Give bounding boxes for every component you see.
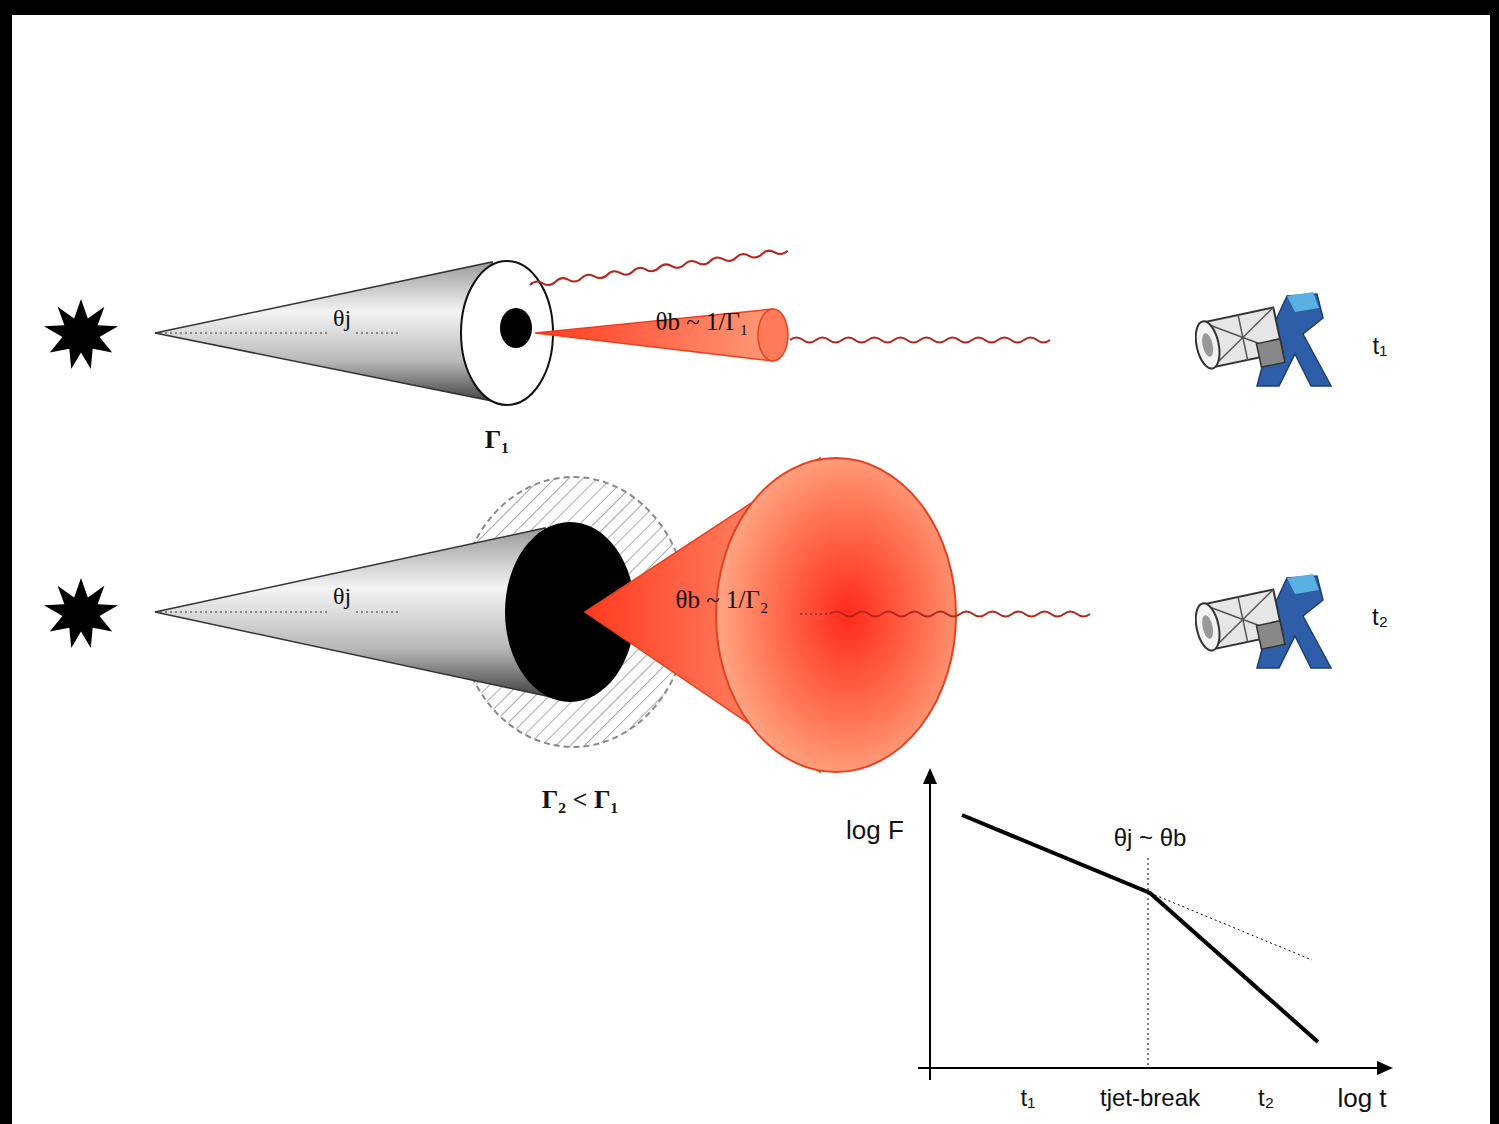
axis-line — [800, 614, 830, 615]
angle-label: θb ~ 1/Γ₁ — [655, 308, 748, 336]
axis-line — [155, 612, 328, 613]
photon-wave — [790, 338, 1050, 343]
angle-label: θb ~ 1/Γ₂ — [675, 586, 768, 614]
telescope-icon — [1192, 292, 1331, 386]
photon-wave — [530, 248, 788, 287]
tick-label: tjet-break — [1100, 1085, 1200, 1111]
axis-line — [356, 333, 400, 334]
photon-wave — [830, 612, 1090, 617]
axis-line — [155, 333, 328, 334]
light-curve — [918, 768, 1393, 1080]
beaming-cone — [535, 309, 773, 361]
tick-label: t₂ — [1258, 1085, 1274, 1111]
axis-title: log F — [846, 816, 904, 845]
explosion-star — [44, 299, 118, 369]
telescope-icon — [1192, 574, 1331, 668]
beaming-cone-end — [758, 309, 788, 361]
visible-patch — [500, 308, 532, 348]
angle-label: θj — [333, 305, 351, 331]
beaming-cone-end — [716, 458, 956, 772]
jet-cone — [155, 262, 507, 404]
axis-line — [356, 612, 400, 613]
axis-title: log t — [1337, 1084, 1386, 1113]
tick-label: t₁ — [1021, 1085, 1036, 1111]
explosion-star — [44, 578, 118, 648]
time-label: t₂ — [1372, 604, 1388, 630]
white-ground — [12, 15, 1490, 1124]
angle-label: θj — [333, 583, 351, 609]
time-label: t₁ — [1373, 333, 1388, 359]
lorentz-factor: Γ₁ — [485, 426, 509, 455]
break-condition: θj ~ θb — [1114, 825, 1187, 851]
lorentz-factor: Γ₂ < Γ₁ — [542, 786, 619, 815]
jet-cone — [155, 528, 565, 700]
